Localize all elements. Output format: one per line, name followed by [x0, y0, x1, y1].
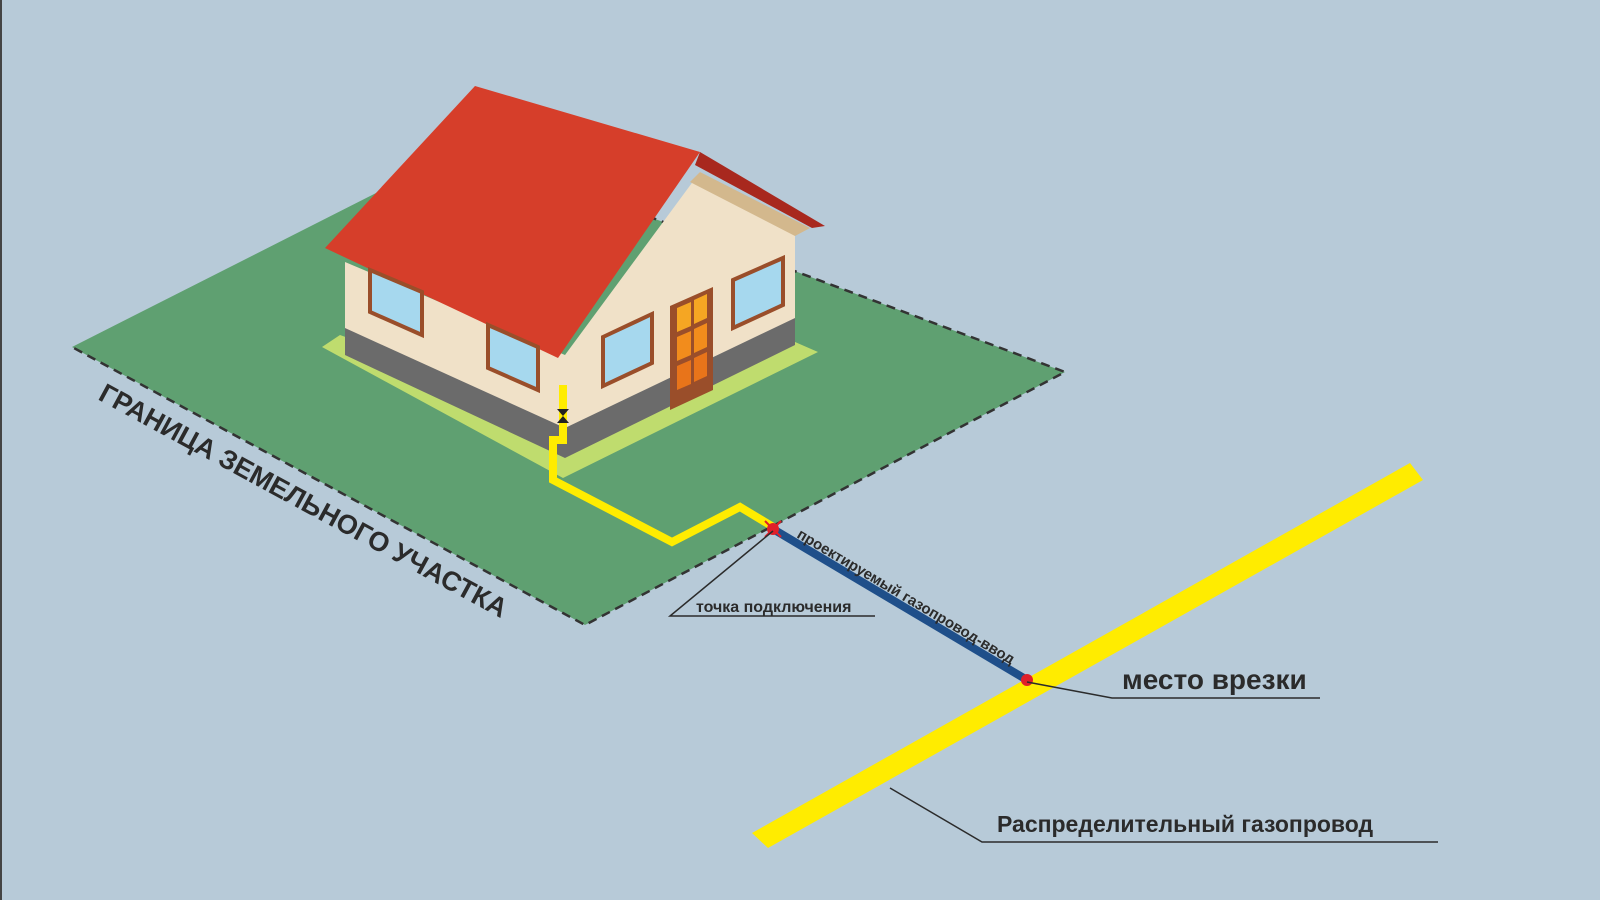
gas-riser-pipe — [549, 385, 778, 547]
front-window-1 — [601, 310, 654, 390]
tie-in-point-marker — [1021, 674, 1033, 686]
connection-point-marker — [764, 520, 782, 538]
gable-soffit — [690, 172, 810, 236]
distribution-pipe-leader — [889, 787, 1438, 843]
connection-point-label: точка подключения — [696, 599, 851, 616]
distribution-pipe-label: Распределительный газопровод — [997, 811, 1373, 837]
tie-in-point-label: место врезки — [1122, 664, 1307, 695]
distribution-pipeline — [752, 463, 1423, 848]
house-plinth-side — [345, 328, 565, 458]
house — [325, 86, 825, 458]
valve-icon — [557, 409, 569, 423]
front-window-2 — [731, 254, 785, 332]
house-roof-edge — [695, 152, 825, 228]
designed-pipe — [770, 525, 1030, 684]
connection-point-leader — [667, 530, 875, 617]
side-window-2 — [486, 321, 540, 394]
side-window-1 — [368, 266, 424, 339]
tie-in-leader — [1026, 681, 1320, 699]
house-door — [670, 287, 713, 410]
designed-pipe-label: проектируемый газопровод-ввод — [794, 526, 1018, 668]
